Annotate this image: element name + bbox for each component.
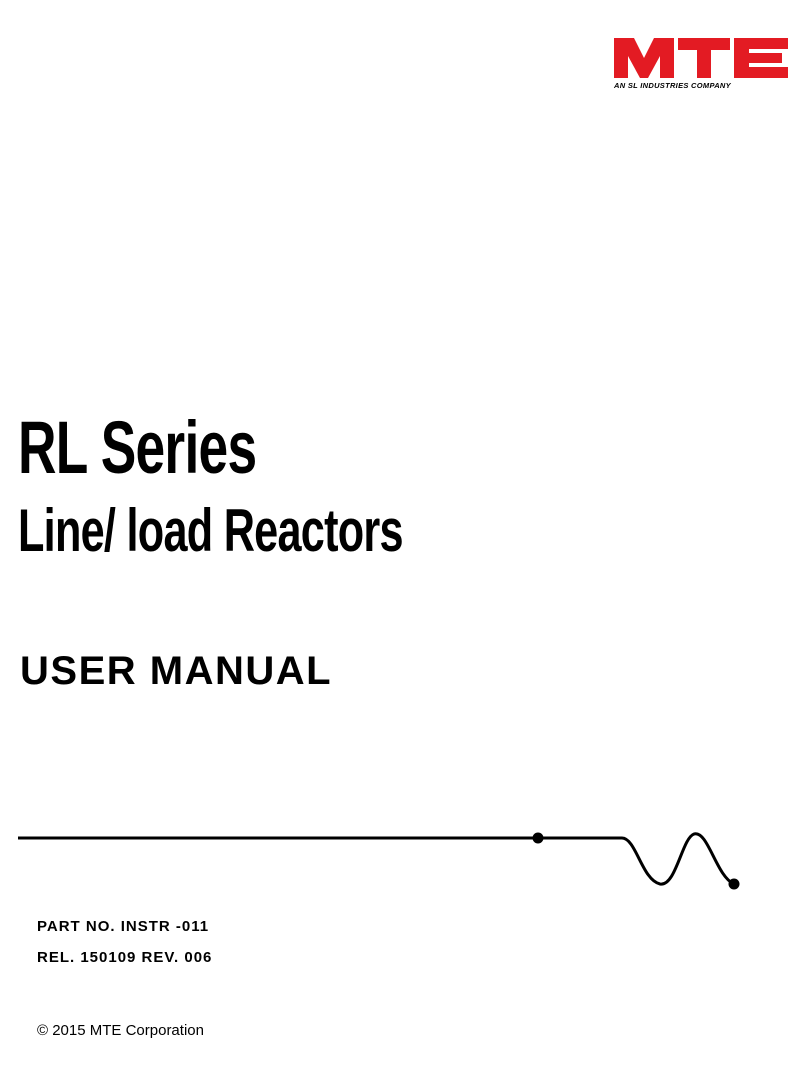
document-subtitle: Line/ load Reactors [18, 497, 404, 564]
copyright-notice: © 2015 MTE Corporation [37, 1022, 204, 1039]
line-to-sine-wave-icon [18, 832, 740, 890]
mte-logo: AN SL INDUSTRIES COMPANY [612, 34, 790, 94]
release-revision: REL. 150109 REV. 006 [37, 949, 213, 966]
document-type: USER MANUAL [20, 649, 333, 693]
logo-tagline: AN SL INDUSTRIES COMPANY [614, 81, 731, 90]
document-title: RL Series [18, 406, 257, 489]
part-number: PART NO. INSTR -011 [37, 918, 210, 935]
mte-logo-wordmark [614, 38, 788, 78]
